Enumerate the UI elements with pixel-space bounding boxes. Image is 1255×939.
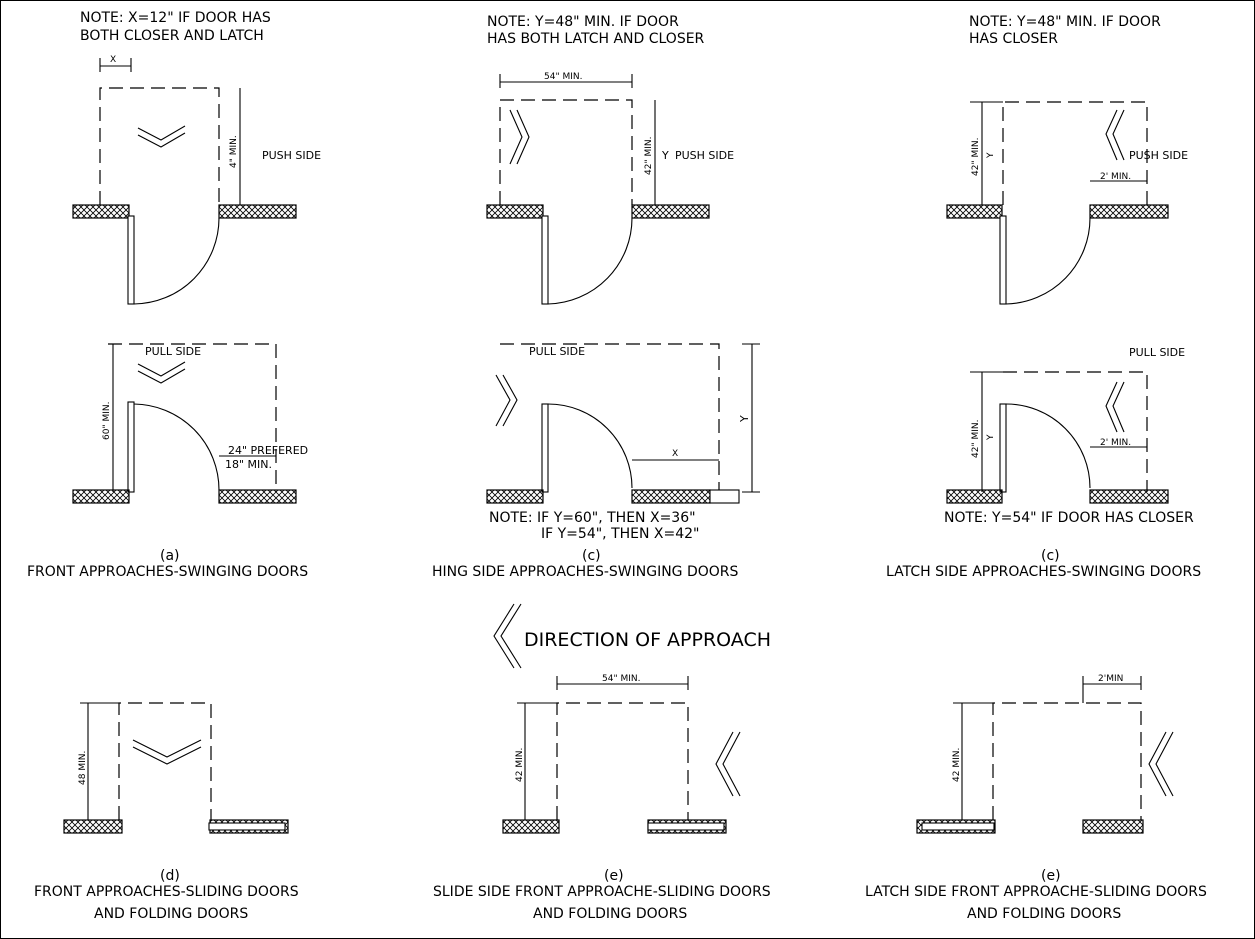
caption-e-title-2: AND FOLDING DOORS [533, 906, 687, 922]
dim-48min-d: 48 MIN. [78, 751, 88, 785]
panel-d: 48 MIN. [63, 702, 289, 834]
dim-42min-c: 42" MIN. [971, 138, 981, 176]
direction-legend: DIRECTION OF APPROACH [493, 603, 771, 669]
caption-a-title: FRONT APPROACHES-SWINGING DOORS [27, 564, 308, 580]
dim-2min-c2: 2' MIN. [1100, 438, 1131, 448]
panel-c-pull: PULL SIDE 42" MIN. Y 2' MIN. NOTE: Y=54"… [944, 346, 1194, 526]
caption-c-letter: (c) [1041, 548, 1060, 564]
dim-54min-e: 54" MIN. [602, 674, 640, 684]
dim-y-c2: Y [986, 434, 996, 441]
y-b: Y [661, 149, 669, 162]
panel-a-push: NOTE: X=12" IF DOOR HAS BOTH CLOSER AND … [72, 10, 321, 305]
dim-42min-e: 42 MIN. [515, 748, 525, 782]
caption-b-title: HING SIDE APPROACHES-SWINGING DOORS [432, 564, 739, 580]
dim-2min-c: 2' MIN. [1100, 172, 1131, 182]
note-b-bottom-1: NOTE: IF Y=60", THEN X=36" [489, 510, 696, 526]
caption-e-title-1: SLIDE SIDE FRONT APPROACHE-SLIDING DOORS [433, 884, 771, 900]
panel-b-push: NOTE: Y=48" MIN. IF DOOR HAS BOTH LATCH … [486, 14, 734, 305]
note-b-bottom-2: IF Y=54", THEN X=42" [541, 526, 700, 542]
dim-24-prefered: 24" PREFERED [228, 444, 308, 457]
panel-e: 54" MIN. 42 MIN. [502, 674, 741, 834]
dim-42min-c2: 42" MIN. [971, 420, 981, 458]
note-a-line1: NOTE: X=12" IF DOOR HAS [80, 10, 271, 26]
caption-b-letter: (c) [582, 548, 601, 564]
dim-y-b: Y [738, 415, 751, 423]
note-b-line2: HAS BOTH LATCH AND CLOSER [487, 31, 705, 47]
caption-d-title-1: FRONT APPROACHES-SLIDING DOORS [34, 884, 299, 900]
push-side-b: PUSH SIDE [675, 149, 734, 162]
panel-f: 2'MIN 42 MIN. [916, 674, 1174, 834]
approach-chevron-icon [493, 603, 515, 669]
dim-2min-f: 2'MIN [1098, 674, 1123, 684]
caption-d-title-2: AND FOLDING DOORS [94, 906, 248, 922]
note-b-line1: NOTE: Y=48" MIN. IF DOOR [487, 14, 679, 30]
caption-a-letter: (a) [160, 548, 180, 564]
note-c-line2: HAS CLOSER [969, 31, 1058, 47]
caption-f-title-2: AND FOLDING DOORS [967, 906, 1121, 922]
pull-side-a: PULL SIDE [145, 345, 201, 358]
pull-side-b: PULL SIDE [529, 345, 585, 358]
caption-c-title: LATCH SIDE APPROACHES-SWINGING DOORS [886, 564, 1201, 580]
dim-42min-b: 42" MIN. [644, 137, 654, 175]
dim-4min-a: 4" MIN. [229, 135, 239, 168]
caption-e-letter: (e) [604, 868, 624, 884]
dim-18-min: 18" MIN. [225, 458, 272, 471]
push-side-a: PUSH SIDE [262, 149, 321, 162]
dim-x-b: X [672, 449, 678, 459]
pull-side-c: PULL SIDE [1129, 346, 1185, 359]
dim-42min-f: 42 MIN. [952, 748, 962, 782]
direction-of-approach-label: DIRECTION OF APPROACH [524, 629, 771, 651]
note-c-line1: NOTE: Y=48" MIN. IF DOOR [969, 14, 1161, 30]
dim-y-c: Y [986, 152, 996, 159]
note-c-bottom: NOTE: Y=54" IF DOOR HAS CLOSER [944, 510, 1194, 526]
dim-x-a: X [110, 55, 116, 65]
caption-f-title-1: LATCH SIDE FRONT APPROACHE-SLIDING DOORS [865, 884, 1207, 900]
note-a-line2: BOTH CLOSER AND LATCH [80, 28, 264, 44]
push-side-c: PUSH SIDE [1129, 149, 1188, 162]
dim-54min-b: 54" MIN. [544, 72, 582, 82]
panel-a-pull: 60" MIN. PULL SIDE 24" PREFERED 18" MIN. [72, 343, 308, 504]
panel-b-pull: Y PULL SIDE X NOTE: IF Y=60", THEN X=36"… [486, 343, 760, 542]
panel-c-push: NOTE: Y=48" MIN. IF DOOR HAS CLOSER 42" … [946, 14, 1188, 305]
dim-60min-a: 60" MIN. [102, 402, 112, 440]
caption-f-letter: (e) [1041, 868, 1061, 884]
caption-d-letter: (d) [160, 868, 180, 884]
